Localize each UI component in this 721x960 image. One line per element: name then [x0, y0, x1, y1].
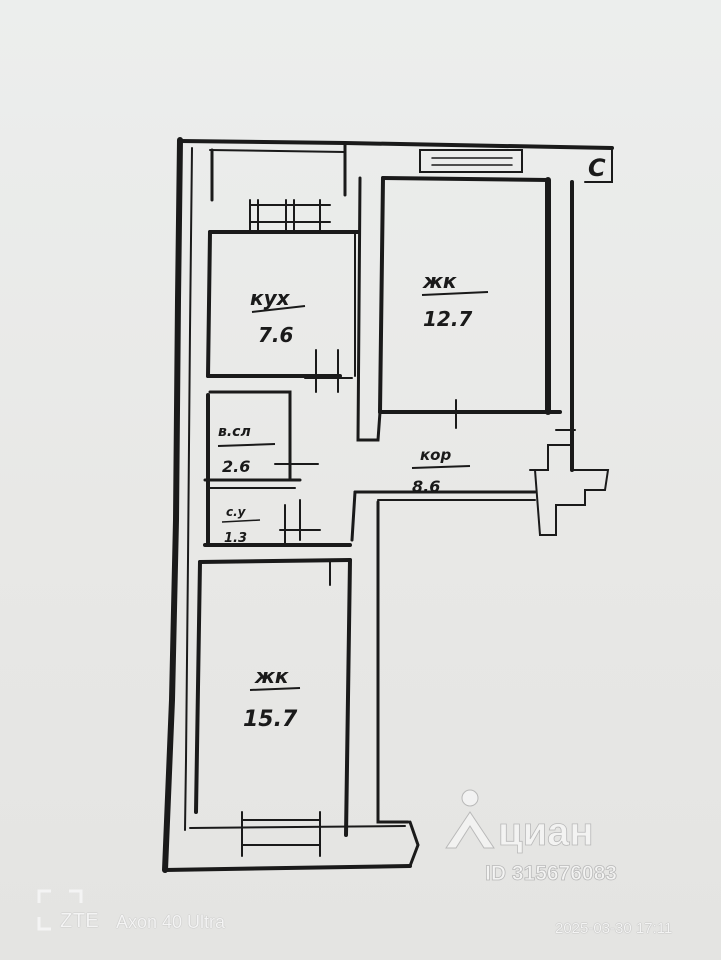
living-room-2-name: жк [254, 664, 289, 688]
living-room-1-area: 12.7 [423, 307, 472, 331]
bathroom-toilet-walls [203, 390, 352, 547]
camera-model: Axon 40 Ultra [116, 912, 226, 932]
living-room-1-name: жк [422, 269, 457, 293]
toilet-area: 1.3 [224, 531, 247, 546]
corridor-walls [350, 429, 610, 802]
kitchen-name: кух [250, 286, 291, 310]
watermark-brand: циан [498, 810, 594, 854]
corridor-name: кор [420, 446, 451, 464]
toilet-name: с.у [226, 505, 247, 519]
corner-mark: С [588, 154, 606, 182]
kitchen-walls [206, 141, 360, 393]
corridor-area: 8.6 [412, 477, 440, 496]
bathroom-name: в.сл [218, 424, 251, 440]
room-15-7-walls [194, 558, 420, 868]
watermark: циан ID 315676083 [445, 789, 617, 885]
room-12-7-walls [356, 149, 574, 472]
watermark-listing-id: ID 315676083 [485, 862, 617, 885]
photo-timestamp: 2025-03-30 17:11 [555, 920, 673, 937]
living-room-2-area: 15.7 [243, 707, 298, 732]
kitchen-area: 7.6 [258, 323, 294, 347]
camera-frame-icon [37, 889, 83, 931]
watermark-logo-icon [445, 789, 495, 849]
camera-brand: ZTE [60, 910, 100, 932]
bathroom-area: 2.6 [222, 457, 250, 476]
